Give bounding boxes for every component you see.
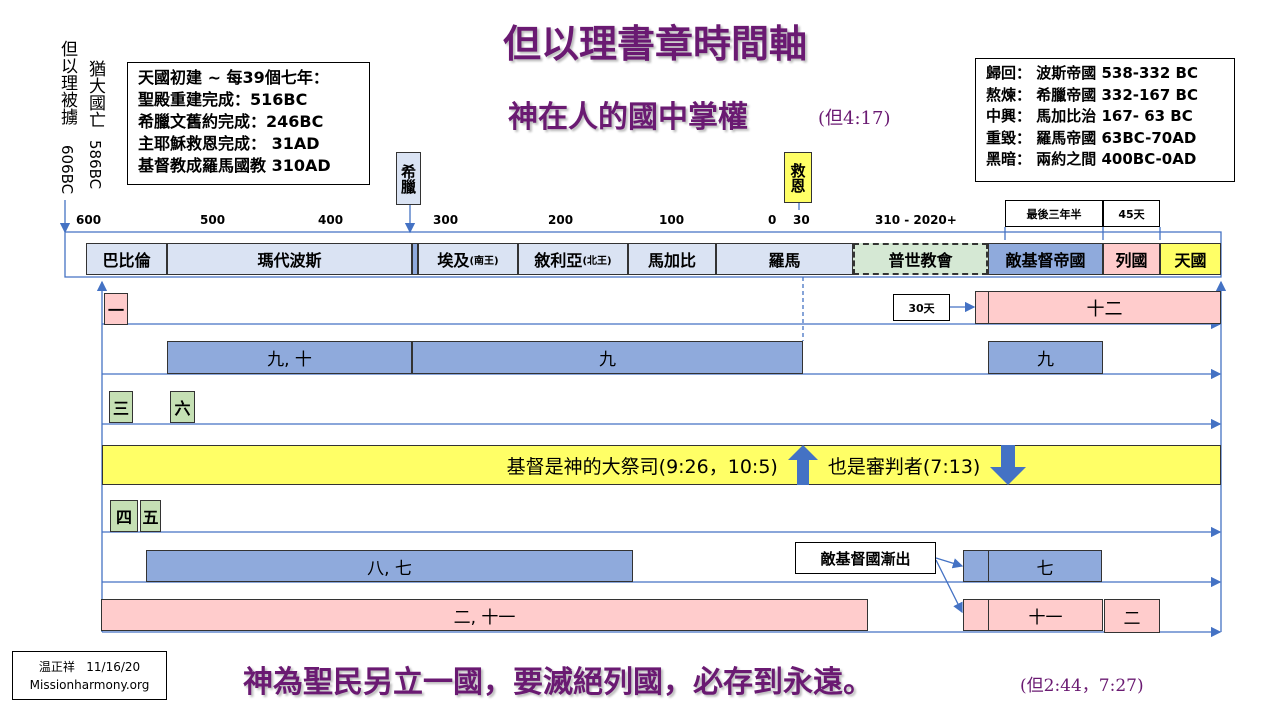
up-arrow-icon bbox=[787, 445, 818, 485]
era-sublabel: (南王) bbox=[469, 255, 499, 267]
era-nations: 列國 bbox=[1103, 243, 1160, 275]
info-line: 主耶穌救恩完成： 31AD bbox=[138, 134, 320, 153]
tick-label: 0 bbox=[768, 213, 777, 227]
era-medo-persia: 瑪代波斯 bbox=[167, 243, 412, 275]
info-line: 希臘文舊約完成：246BC bbox=[138, 112, 324, 131]
salvation-marker: 救恩 bbox=[784, 152, 812, 203]
chapter-12-lead bbox=[975, 291, 989, 324]
captivity-label: 但以理被擄 bbox=[57, 40, 77, 125]
info-line: 天國初建 ~ 每39個七年： bbox=[138, 68, 329, 87]
chapter-9: 九 bbox=[412, 341, 803, 374]
era-kingdom-of-heaven: 天國 bbox=[1160, 243, 1221, 275]
date: 11/16/20 bbox=[86, 660, 141, 674]
chapter-9-10: 九, 十 bbox=[167, 341, 412, 374]
chapter-12: 十二 bbox=[988, 291, 1221, 324]
greece-marker: 希臘 bbox=[396, 152, 421, 205]
subtitle: 神在人的國中掌權 bbox=[508, 100, 748, 135]
chapter-9-end: 九 bbox=[988, 341, 1103, 374]
empire-info-box: 歸回： 波斯帝國 538-332 BC 熬煉： 希臘帝國 332-167 BC … bbox=[975, 58, 1235, 182]
author-box: 温正祥 11/16/20 Missionharmony.org bbox=[12, 651, 167, 700]
era-egypt: 埃及(南王) bbox=[418, 243, 518, 275]
chapter-2: 二 bbox=[1104, 599, 1160, 633]
info-line: 基督教成羅馬國教 310AD bbox=[138, 156, 331, 175]
era-label: 埃及 bbox=[437, 251, 470, 270]
era-label: 敘利亞 bbox=[534, 251, 583, 270]
era-maccabees: 馬加比 bbox=[628, 243, 716, 275]
chapter-2-11: 二, 十一 bbox=[101, 599, 868, 631]
author: 温正祥 bbox=[38, 660, 75, 674]
judah-fall-year: 586BC bbox=[86, 140, 104, 190]
tick-label: 500 bbox=[200, 213, 226, 227]
era-antichrist-empire: 敵基督帝國 bbox=[988, 243, 1103, 275]
tick-label: 600 bbox=[76, 213, 102, 227]
captivity-year: 606BC bbox=[58, 145, 76, 195]
era-rome: 羅馬 bbox=[716, 243, 853, 275]
down-arrow-icon bbox=[990, 445, 1027, 485]
tick-label: 100 bbox=[659, 213, 685, 227]
judge-text: 也是審判者(7:13) bbox=[827, 455, 981, 478]
chapter-4: 四 bbox=[110, 500, 138, 532]
chapter-6: 六 bbox=[170, 391, 195, 423]
antichrist-emerges-callout: 敵基督國漸出 bbox=[795, 542, 936, 574]
era-babylon: 巴比倫 bbox=[86, 243, 167, 275]
forty-five-days: 45天 bbox=[1103, 200, 1160, 227]
chapter-11-lead bbox=[963, 599, 989, 631]
info-line: 中興： 馬加比治 167- 63 BC bbox=[986, 107, 1193, 125]
tick-label: 300 bbox=[433, 213, 459, 227]
subtitle-reference: (但4:17) bbox=[818, 108, 891, 129]
chapter-8-7: 八, 七 bbox=[146, 550, 633, 582]
era-sublabel: (北王) bbox=[582, 255, 612, 267]
high-priest-text: 基督是神的大祭司(9:26，10:5) bbox=[506, 455, 778, 478]
info-line: 重毀： 羅馬帝國 63BC-70AD bbox=[986, 128, 1197, 147]
info-line: 黑暗： 兩約之間 400BC-0AD bbox=[986, 150, 1197, 168]
slogan-reference: (但2:44，7:27) bbox=[1020, 676, 1144, 696]
tick-label: 30 bbox=[793, 213, 810, 227]
tick-label: 400 bbox=[318, 213, 344, 227]
tick-label: 310 - 2020+ bbox=[875, 213, 957, 227]
final-three-half-years: 最後三年半 bbox=[1005, 200, 1103, 227]
info-line: 聖殿重建完成：516BC bbox=[138, 90, 308, 109]
chapter-3: 三 bbox=[109, 391, 133, 423]
slogan: 神為聖民另立一國，要滅絕列國，必存到永遠。 bbox=[243, 665, 873, 700]
info-line: 熬煉： 希臘帝國 332-167 BC bbox=[986, 85, 1198, 104]
christ-band: 基督是神的大祭司(9:26，10:5) 也是審判者(7:13) bbox=[102, 445, 1221, 485]
chapter-11: 十一 bbox=[988, 599, 1103, 631]
info-line: 歸回： 波斯帝國 538-332 BC bbox=[986, 64, 1198, 82]
chapter-7: 七 bbox=[988, 550, 1102, 582]
chapter-7-lead bbox=[963, 550, 989, 582]
judah-fall-label: 猶大國亡 bbox=[85, 60, 105, 128]
era-universal-church: 普世教會 bbox=[853, 243, 988, 275]
website: Missionharmony.org bbox=[29, 678, 150, 692]
era-greece-strip bbox=[412, 243, 418, 275]
page-title: 但以理書章時間軸 bbox=[502, 21, 807, 66]
thirty-days: 30天 bbox=[893, 294, 950, 321]
kingdom-info-box: 天國初建 ~ 每39個七年： 聖殿重建完成：516BC 希臘文舊約完成：246B… bbox=[127, 62, 370, 185]
chapter-5: 五 bbox=[140, 500, 161, 532]
tick-label: 200 bbox=[548, 213, 574, 227]
era-syria: 敘利亞(北王) bbox=[518, 243, 628, 275]
chapter-1: 一 bbox=[104, 293, 128, 325]
